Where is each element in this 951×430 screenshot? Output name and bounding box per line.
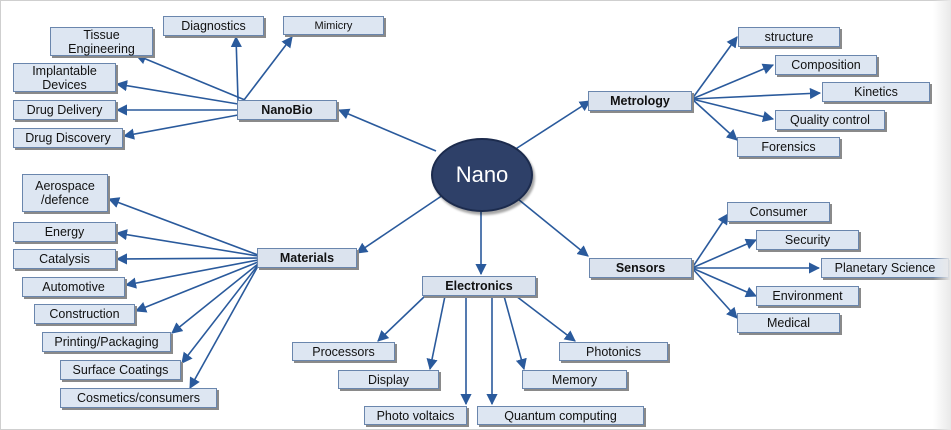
hub-nanobio[interactable]: NanoBio <box>237 100 337 120</box>
slide-edge-shading <box>933 0 951 430</box>
leaf-quality-control[interactable]: Quality control <box>775 110 885 130</box>
leaf-drug-discovery[interactable]: Drug Discovery <box>13 128 123 148</box>
leaf-memory[interactable]: Memory <box>522 370 627 389</box>
leaf-photonics[interactable]: Photonics <box>559 342 668 361</box>
arrow-electronics-display <box>426 295 446 371</box>
leaf-kinetics[interactable]: Kinetics <box>822 82 930 102</box>
leaf-environment[interactable]: Environment <box>756 286 859 306</box>
arrow-metrology-structure <box>691 36 738 100</box>
leaf-processors[interactable]: Processors <box>292 342 395 361</box>
leaf-consumer[interactable]: Consumer <box>727 202 830 222</box>
leaf-automotive[interactable]: Automotive <box>22 277 125 297</box>
arrow-metrology-quality <box>691 98 775 123</box>
arrow-nanobio-drugdiscovery <box>122 114 239 140</box>
arrow-metrology-forensics <box>691 98 738 141</box>
arrow-metrology-kinetics <box>691 87 822 100</box>
hub-sensors[interactable]: Sensors <box>589 258 692 278</box>
arrow-center-sensors <box>512 194 589 257</box>
hub-electronics[interactable]: Electronics <box>422 276 536 296</box>
leaf-implantable-devices[interactable]: Implantable Devices <box>13 63 116 92</box>
arrow-electronics-photonics <box>515 295 576 342</box>
leaf-catalysis[interactable]: Catalysis <box>13 249 116 269</box>
leaf-energy[interactable]: Energy <box>13 222 116 242</box>
leaf-cosmetics-consumers[interactable]: Cosmetics/consumers <box>60 388 217 408</box>
leaf-mimicry[interactable]: Mimicry <box>283 16 384 35</box>
arrow-sensors-security <box>691 238 758 269</box>
leaf-surface-coatings[interactable]: Surface Coatings <box>60 360 181 380</box>
leaf-diagnostics[interactable]: Diagnostics <box>163 16 264 36</box>
leaf-printing-packaging[interactable]: Printing/Packaging <box>42 332 171 352</box>
leaf-photo-voltaics[interactable]: Photo voltaics <box>364 406 467 425</box>
leaf-planetary-science[interactable]: Planetary Science <box>821 258 949 278</box>
nano-center-node[interactable]: Nano <box>431 138 533 212</box>
leaf-medical[interactable]: Medical <box>737 313 840 333</box>
arrow-materials-energy <box>115 229 259 257</box>
arrow-sensors-consumer <box>691 213 729 269</box>
arrow-materials-printing <box>171 263 259 334</box>
arrow-nanobio-mimicry <box>243 36 293 101</box>
leaf-tissue-engineering[interactable]: Tissue Engineering <box>50 27 153 56</box>
arrow-materials-construction <box>134 261 259 313</box>
arrow-center-materials <box>356 194 444 254</box>
leaf-structure[interactable]: structure <box>738 27 840 47</box>
hub-metrology[interactable]: Metrology <box>588 91 692 111</box>
arrow-electronics-memory <box>503 295 527 371</box>
leaf-quantum-computing[interactable]: Quantum computing <box>477 406 644 425</box>
arrow-metrology-composition <box>691 63 775 100</box>
arrow-materials-aerospace <box>107 197 259 256</box>
leaf-drug-delivery[interactable]: Drug Delivery <box>13 100 116 120</box>
arrow-nanobio-tissue <box>134 53 246 101</box>
arrow-sensors-medical <box>691 267 738 319</box>
leaf-forensics[interactable]: Forensics <box>737 137 840 157</box>
arrow-nanobio-diagnostics <box>230 35 242 101</box>
leaf-security[interactable]: Security <box>756 230 859 250</box>
arrow-materials-automotive <box>124 259 259 289</box>
arrow-electronics-processors <box>377 295 426 342</box>
leaf-composition[interactable]: Composition <box>775 55 877 75</box>
arrow-materials-surface <box>181 264 259 364</box>
arrow-materials-catalysis <box>115 253 259 265</box>
leaf-display[interactable]: Display <box>338 370 439 389</box>
leaf-construction[interactable]: Construction <box>34 304 135 324</box>
hub-materials[interactable]: Materials <box>257 248 357 268</box>
arrow-materials-cosmetics <box>189 265 259 389</box>
arrow-center-metrology <box>513 100 591 151</box>
leaf-aerospace-defence[interactable]: Aerospace /defence <box>22 174 108 212</box>
arrow-sensors-environment <box>691 267 758 298</box>
arrow-center-nanobio <box>337 108 437 152</box>
arrow-nanobio-implantable <box>115 80 239 105</box>
